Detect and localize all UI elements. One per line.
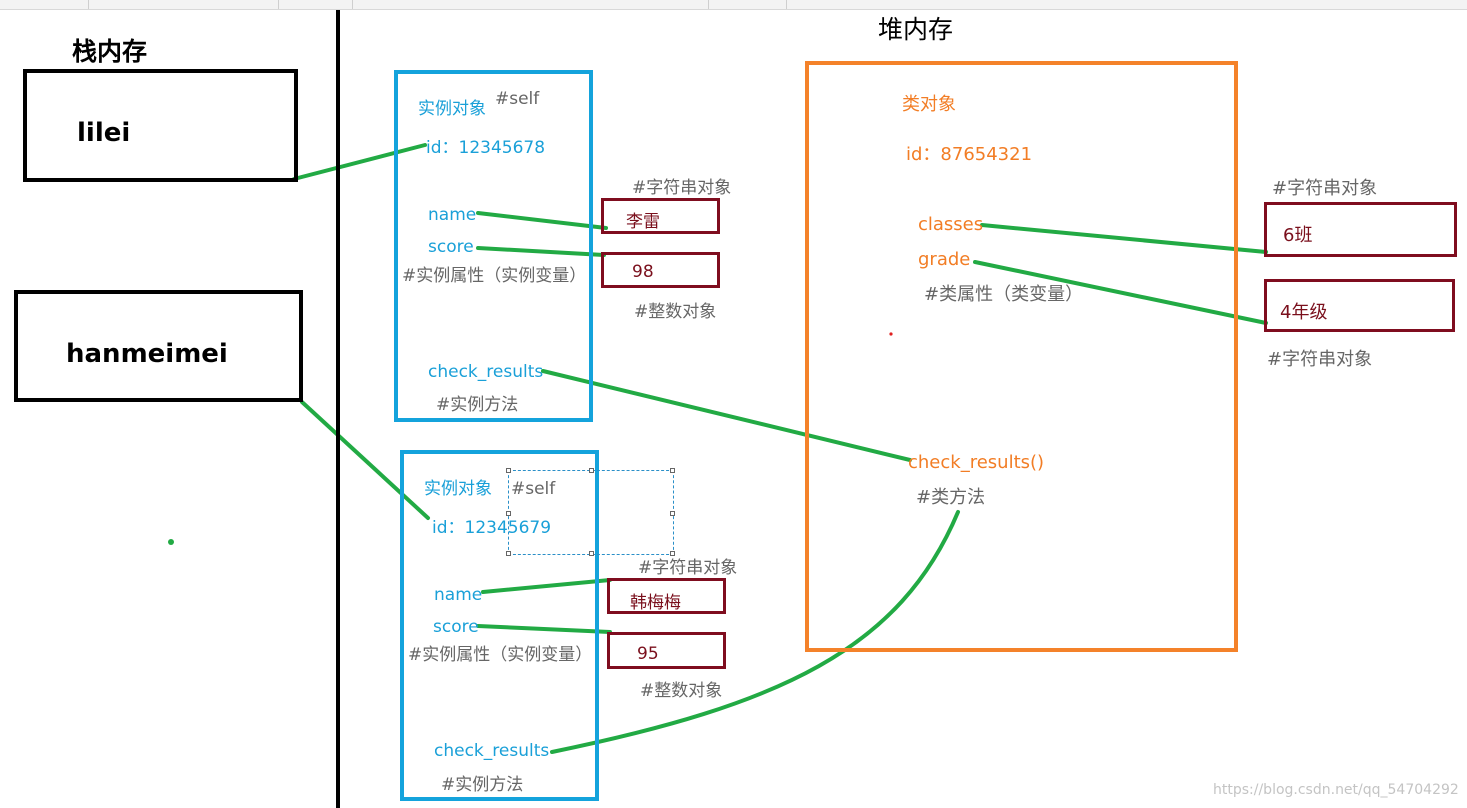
value-box: 4年级 — [1264, 279, 1455, 332]
stack-heap-divider — [336, 10, 340, 808]
resize-handle[interactable] — [589, 551, 594, 556]
instance-object-box — [400, 450, 599, 801]
int-object-comment: #整数对象 — [640, 681, 723, 701]
resize-handle[interactable] — [670, 468, 675, 473]
value-box: 李雷 — [601, 198, 720, 234]
instance-title: 实例对象 — [418, 99, 486, 119]
link-grade — [973, 260, 1268, 325]
stack-var-box: hanmeimei — [14, 290, 303, 402]
selection-box[interactable] — [506, 468, 675, 556]
value-text: 6班 — [1283, 225, 1313, 246]
class-attr-grade: grade — [918, 249, 971, 270]
link-lilei-instance — [292, 143, 427, 181]
int-object-comment: #整数对象 — [634, 302, 717, 322]
resize-handle[interactable] — [506, 468, 511, 473]
link-method-2 — [550, 510, 960, 754]
class-attr-comment: #类属性（类变量） — [924, 284, 1084, 305]
class-method-comment: #类方法 — [916, 487, 986, 508]
class-id: id：87654321 — [906, 144, 1033, 165]
string-object-comment: #字符串对象 — [1272, 178, 1378, 199]
instance-attr-comment: #实例属性（实例变量） — [402, 266, 587, 286]
stack-var-label: lilei — [77, 118, 131, 148]
attr-score: score — [428, 237, 474, 257]
resize-handle[interactable] — [589, 468, 594, 473]
toolbar-strip — [0, 0, 1467, 10]
instance-method: check_results — [428, 362, 544, 382]
toolbar-separator — [708, 0, 709, 9]
stack-title: 栈内存 — [72, 37, 148, 66]
heap-title: 堆内存 — [878, 15, 954, 44]
class-attr-classes: classes — [918, 214, 984, 235]
self-comment: #self — [511, 479, 556, 499]
instance-method-comment: #实例方法 — [436, 395, 519, 415]
link-name-1 — [476, 211, 608, 230]
value-box: 98 — [601, 252, 720, 288]
attr-name: name — [428, 205, 477, 225]
link-method-1 — [541, 369, 912, 462]
value-text: 95 — [637, 644, 659, 664]
instance-method-comment: #实例方法 — [441, 775, 524, 795]
link-hanmeimei-instance — [300, 400, 430, 520]
toolbar-separator — [786, 0, 787, 9]
value-box: 韩梅梅 — [607, 578, 726, 614]
resize-handle[interactable] — [506, 551, 511, 556]
class-title: 类对象 — [902, 94, 956, 115]
string-object-comment: #字符串对象 — [632, 178, 732, 198]
resize-handle[interactable] — [670, 551, 675, 556]
stack-var-box: lilei — [23, 69, 298, 182]
class-method: check_results() — [908, 452, 1045, 473]
value-text: 韩梅梅 — [630, 593, 681, 613]
stray-dot — [889, 332, 893, 336]
instance-method: check_results — [434, 741, 550, 761]
stack-var-label: hanmeimei — [66, 339, 228, 369]
watermark: https://blog.csdn.net/qq_54704292 — [1213, 782, 1459, 798]
resize-handle[interactable] — [670, 511, 675, 516]
instance-title: 实例对象 — [424, 479, 492, 499]
value-box: 6班 — [1264, 202, 1457, 257]
instance-attr-comment: #实例属性（实例变量） — [408, 645, 593, 665]
resize-handle[interactable] — [506, 511, 511, 516]
link-score-1 — [476, 246, 606, 257]
attr-name: name — [434, 585, 483, 605]
link-classes — [980, 223, 1268, 254]
value-text: 4年级 — [1280, 302, 1328, 323]
instance-object-box — [394, 70, 593, 422]
toolbar-separator — [88, 0, 89, 9]
self-comment: #self — [495, 89, 540, 109]
toolbar-separator — [352, 0, 353, 9]
value-text: 98 — [632, 262, 654, 282]
link-score-2 — [476, 624, 612, 634]
value-box: 95 — [607, 632, 726, 669]
value-text: 李雷 — [626, 212, 660, 232]
class-object-box — [805, 61, 1238, 652]
stray-dot — [168, 539, 174, 545]
link-name-2 — [481, 578, 612, 594]
string-object-comment: #字符串对象 — [638, 558, 738, 578]
toolbar-separator — [278, 0, 279, 9]
instance-id: id：12345678 — [426, 138, 546, 158]
instance-id: id：12345679 — [432, 518, 552, 538]
string-object-comment: #字符串对象 — [1267, 349, 1373, 370]
attr-score: score — [433, 617, 479, 637]
